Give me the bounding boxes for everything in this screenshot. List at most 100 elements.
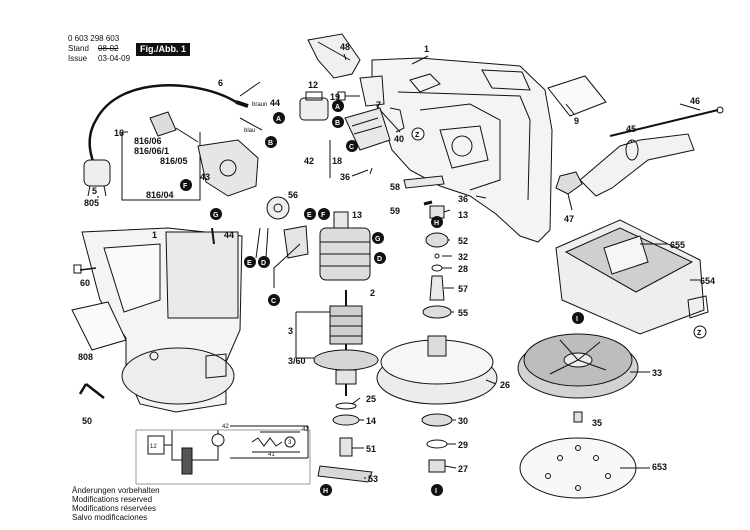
part-label-42: 42 <box>304 156 314 166</box>
part-label-33: 33 <box>652 368 662 378</box>
figure-label: Fig./Abb. 1 <box>136 43 190 56</box>
stand-value: 08-02 <box>98 44 119 53</box>
part-label-13a: 13 <box>352 210 362 220</box>
part-label-655: 655 <box>670 240 685 250</box>
marker-g-right: G <box>375 236 381 243</box>
marker-b-left: B <box>268 140 273 147</box>
document-footer: Änderungen vorbehalten Modifications res… <box>72 486 160 522</box>
circuit-label-41b: 41 <box>268 452 275 458</box>
part-label-50: 50 <box>82 416 92 426</box>
part-label-5: 5 <box>92 186 97 196</box>
marker-z-right: Z <box>697 330 702 337</box>
circuit-label-3: 3 <box>288 440 292 446</box>
issue-value: 03-04-09 <box>98 54 131 63</box>
fan-disc-part <box>376 335 498 405</box>
part-label-53: 53 <box>368 474 378 484</box>
sub-label-816-05: 816/05 <box>160 156 188 166</box>
marker-c-top: C <box>349 144 354 151</box>
part-label-30: 30 <box>458 416 468 426</box>
part-label-3: 3 <box>288 326 293 336</box>
marker-f-left: F <box>183 183 188 190</box>
part-label-12: 12 <box>308 80 318 90</box>
bearing-55-part <box>422 305 452 319</box>
part-label-32: 32 <box>458 252 468 262</box>
part-label-654: 654 <box>700 276 715 286</box>
part-label-43: 43 <box>200 172 210 182</box>
footer-line-es: Salvo modificaciones <box>72 513 148 522</box>
part-label-1: 1 <box>424 44 429 54</box>
part-label-45: 45 <box>626 124 636 134</box>
instruction-sheet-part <box>71 301 127 351</box>
circuit-label-42: 42 <box>222 424 229 430</box>
handle-rod-part <box>609 109 719 137</box>
wire-label-blue: blau <box>244 128 255 134</box>
brush-cover-part <box>307 33 361 79</box>
marker-i-bottom: I <box>435 488 437 495</box>
marker-a-left: A <box>276 116 281 123</box>
power-cable-part <box>88 84 237 169</box>
part-label-60: 60 <box>80 278 90 288</box>
part-label-52: 52 <box>458 236 468 246</box>
marker-a-right: A <box>335 104 340 111</box>
part-label-25: 25 <box>366 394 376 404</box>
power-plug-part <box>83 159 111 187</box>
sub-label-816-04: 816/04 <box>146 190 174 200</box>
part-label-46: 46 <box>690 96 700 106</box>
part-label-3-60: 3/60 <box>288 356 306 366</box>
bearing-52-part <box>425 232 449 248</box>
sub-label-816-06-1: 816/06/1 <box>134 146 169 156</box>
part-label-48: 48 <box>340 42 350 52</box>
part-label-57: 57 <box>458 284 468 294</box>
marker-c-bottom: C <box>271 298 276 305</box>
part-label-27: 27 <box>458 464 468 474</box>
sub-label-816-06: 816/06 <box>134 136 162 146</box>
footer-line-de: Änderungen vorbehalten <box>72 486 160 495</box>
marker-d-right: D <box>377 256 382 263</box>
circuit-label-41a: 41 <box>302 427 309 433</box>
bearing-30-part <box>421 413 453 427</box>
part-label-18: 18 <box>332 156 342 166</box>
wire-label-brown: braun <box>252 102 267 108</box>
part-label-26: 26 <box>500 380 510 390</box>
circuit-label-12: 12 <box>150 444 157 450</box>
part-label-40: 40 <box>394 134 404 144</box>
part-label-35: 35 <box>592 418 602 428</box>
part-label-6: 6 <box>218 78 223 88</box>
part-label-653: 653 <box>652 462 667 472</box>
hex-key-part <box>78 383 105 399</box>
part-label-808: 808 <box>78 352 93 362</box>
footer-line-en: Modifications reserved <box>72 495 153 504</box>
part-label-805: 805 <box>84 198 99 208</box>
armature-part <box>313 290 379 396</box>
marker-i-pad: I <box>576 316 578 323</box>
part-label-13b: 13 <box>458 210 468 220</box>
part-label-44a: 44 <box>270 98 280 108</box>
part-label-36a: 36 <box>340 172 350 182</box>
part-label-55: 55 <box>458 308 468 318</box>
part-label-1-housing: 1 <box>152 230 157 240</box>
part-label-16: 16 <box>114 128 124 138</box>
circuit-diagram <box>135 425 311 485</box>
fan-part-53 <box>317 465 373 483</box>
part-label-29: 29 <box>458 440 468 450</box>
part-label-9: 9 <box>574 116 579 126</box>
part-label-2: 2 <box>370 288 375 298</box>
part-label-36b: 36 <box>458 194 468 204</box>
marker-e-left: E <box>247 260 252 267</box>
part-label-7: 7 <box>376 100 381 110</box>
sanding-sheet-part <box>519 437 637 499</box>
part-label-28: 28 <box>458 264 468 274</box>
part-label-44b: 44 <box>224 230 234 240</box>
switch-assembly-part <box>197 139 259 197</box>
bearing-14-part <box>332 414 360 426</box>
part-number: 0 603 298 603 <box>68 34 120 43</box>
marker-g-left: G <box>213 212 219 219</box>
marker-h-top: H <box>434 220 439 227</box>
footer-line-fr: Modifications réservées <box>72 504 157 513</box>
part-label-51: 51 <box>366 444 376 454</box>
part-label-58: 58 <box>390 182 400 192</box>
marker-d-left: D <box>261 260 266 267</box>
marker-z-top: Z <box>415 132 420 139</box>
